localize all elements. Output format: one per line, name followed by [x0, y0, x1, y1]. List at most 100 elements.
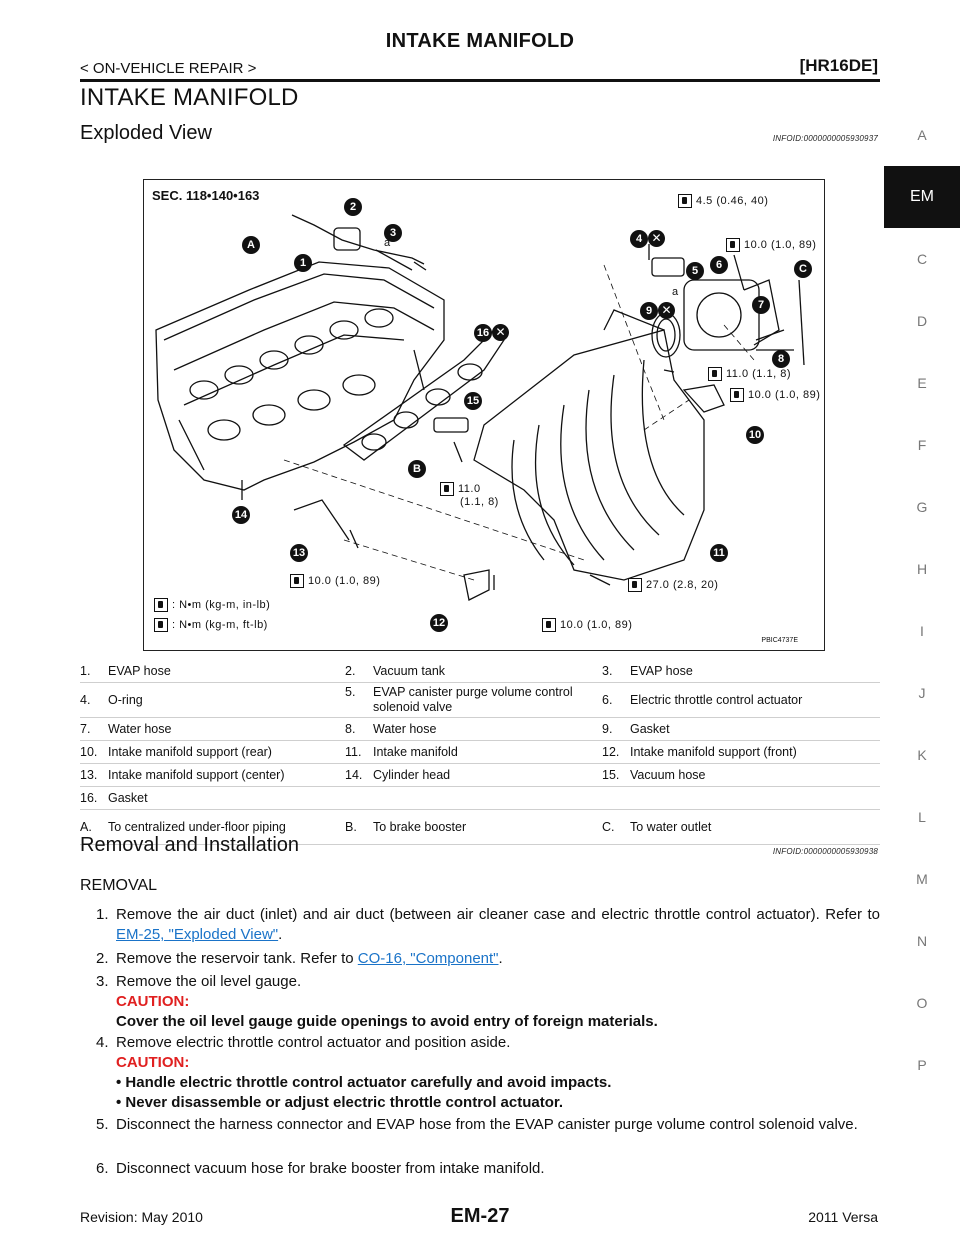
callout-10: 10: [746, 426, 764, 444]
torque-label-line2: (1.1, 8): [460, 496, 499, 508]
side-index-item[interactable]: L: [918, 809, 926, 825]
side-index-item[interactable]: F: [917, 437, 927, 453]
figure-code: PBIC4737E: [761, 637, 798, 644]
table-cell: 14.Cylinder head: [345, 763, 602, 787]
table-cell: 15.Vacuum hose: [602, 763, 880, 787]
label-a: a: [384, 237, 391, 249]
table-cell: A.To centralized under-floor piping: [80, 809, 345, 845]
torque-wrench-icon: [726, 238, 740, 252]
side-index-item[interactable]: J: [918, 685, 926, 701]
legend-in-lb: : N•m (kg-m, in-lb): [154, 598, 270, 612]
callout-c: C: [794, 260, 812, 278]
header-model: [HR16DE]: [799, 56, 878, 75]
table-cell: 2.Vacuum tank: [345, 660, 602, 683]
side-index-item[interactable]: N: [916, 933, 928, 949]
table-cell: B.To brake booster: [345, 809, 602, 845]
figure-section-label: SEC. 118•140•163: [152, 188, 260, 203]
table-cell: C.To water outlet: [602, 809, 880, 845]
callout-2: 2: [344, 198, 362, 216]
header-rule: [80, 79, 880, 82]
header-title: INTAKE MANIFOLD: [385, 30, 575, 52]
replace-icon: ✕: [648, 230, 665, 247]
side-index-item[interactable]: C: [916, 251, 928, 267]
table-cell: 3.EVAP hose: [602, 660, 880, 683]
table-cell: 11.Intake manifold: [345, 740, 602, 764]
table-row: 10.Intake manifold support (rear) 11.Int…: [80, 740, 880, 764]
caution-label: CAUTION:: [116, 993, 190, 1010]
page-title: INTAKE MANIFOLD: [80, 84, 299, 111]
callout-12: 12: [430, 614, 448, 632]
removal-installation-title: Removal and Installation: [80, 834, 300, 856]
side-index-item[interactable]: O: [916, 995, 928, 1011]
removal-label: REMOVAL: [80, 877, 158, 894]
side-index-item[interactable]: P: [917, 1057, 927, 1073]
torque-label: 11.0 (1.1, 8): [708, 367, 791, 381]
torque-wrench-icon: [708, 367, 722, 381]
side-index-item[interactable]: E: [917, 375, 927, 391]
table-cell: 9.Gasket: [602, 717, 880, 741]
table-cell: 12.Intake manifold support (front): [602, 740, 880, 764]
torque-label: 10.0 (1.0, 89): [542, 618, 632, 632]
torque-wrench-icon: [154, 618, 168, 632]
table-cell: 8.Water hose: [345, 717, 602, 741]
side-index-item-active[interactable]: EM: [884, 166, 960, 228]
footer-vehicle: 2011 Versa: [808, 1209, 878, 1225]
callout-4: 4: [630, 230, 648, 248]
label-a: a: [672, 286, 679, 298]
link-co16[interactable]: CO-16, "Component": [357, 950, 499, 967]
legend-ft-lb: : N•m (kg-m, ft-lb): [154, 618, 268, 632]
table-cell: 6.Electric throttle control actuator: [602, 682, 880, 718]
replace-icon: ✕: [658, 302, 675, 319]
callout-13: 13: [290, 544, 308, 562]
side-index-item[interactable]: I: [920, 623, 924, 639]
torque-label: 27.0 (2.8, 20): [628, 578, 718, 592]
table-row: A.To centralized under-floor piping B.To…: [80, 809, 880, 845]
torque-wrench-icon: [730, 388, 744, 402]
parts-table: 1.EVAP hose 2.Vacuum tank 3.EVAP hose 4.…: [80, 660, 880, 845]
exploded-view-title: Exploded View: [80, 122, 212, 144]
replace-icon: ✕: [492, 324, 509, 341]
removal-infoid: INFOID:0000000005930938: [772, 847, 878, 856]
footer-page-number: EM-27: [450, 1205, 510, 1227]
callout-11: 11: [710, 544, 728, 562]
exploded-view-figure: SEC. 118•140•163 PBIC4737E a a 4.5 (0.46…: [143, 179, 825, 651]
callout-5: 5: [686, 262, 704, 280]
removal-step-2: 2.Remove the reservoir tank. Refer to CO…: [96, 950, 503, 967]
table-cell: [345, 786, 602, 810]
caution-label: CAUTION:: [116, 1054, 190, 1071]
exploded-diagram: [155, 214, 805, 601]
torque-label: 10.0 (1.0, 89): [730, 388, 820, 402]
table-cell: 10.Intake manifold support (rear): [80, 740, 345, 764]
torque-label: 11.0: [440, 482, 481, 496]
torque-wrench-icon: [440, 482, 454, 496]
torque-wrench-icon: [542, 618, 556, 632]
table-row: 7.Water hose 8.Water hose 9.Gasket: [80, 717, 880, 741]
table-cell: [602, 786, 880, 810]
callout-14: 14: [232, 506, 250, 524]
callout-8: 8: [772, 350, 790, 368]
torque-wrench-icon: [290, 574, 304, 588]
side-index-item[interactable]: K: [917, 747, 927, 763]
torque-label: 4.5 (0.46, 40): [678, 194, 768, 208]
side-index-item[interactable]: M: [916, 871, 928, 887]
table-cell: 7.Water hose: [80, 717, 345, 741]
table-row: 13.Intake manifold support (center) 14.C…: [80, 763, 880, 787]
callout-15: 15: [464, 392, 482, 410]
removal-step-6: 6.Disconnect vacuum hose for brake boost…: [96, 1160, 545, 1177]
torque-label: 10.0 (1.0, 89): [726, 238, 816, 252]
table-cell: 13.Intake manifold support (center): [80, 763, 345, 787]
torque-wrench-icon: [154, 598, 168, 612]
callout-b: B: [408, 460, 426, 478]
header-section: < ON-VEHICLE REPAIR >: [80, 60, 257, 77]
caution-text: Cover the oil level gauge guide openings…: [116, 1013, 658, 1030]
side-index-item[interactable]: D: [916, 313, 928, 329]
table-row: 4.O-ring 5.EVAP canister purge volume co…: [80, 682, 880, 718]
removal-step-5: 5. Disconnect the harness connector and …: [96, 1116, 858, 1133]
link-em25[interactable]: EM-25, "Exploded View": [116, 926, 279, 943]
removal-step-1: 1. Remove the air duct (inlet) and air d…: [96, 906, 880, 943]
table-row: 1.EVAP hose 2.Vacuum tank 3.EVAP hose: [80, 660, 880, 683]
table-cell: 5.EVAP canister purge volume control sol…: [345, 682, 602, 718]
side-index-item[interactable]: H: [916, 561, 928, 577]
side-index-item[interactable]: G: [916, 499, 928, 515]
side-index-item[interactable]: A: [917, 127, 927, 143]
